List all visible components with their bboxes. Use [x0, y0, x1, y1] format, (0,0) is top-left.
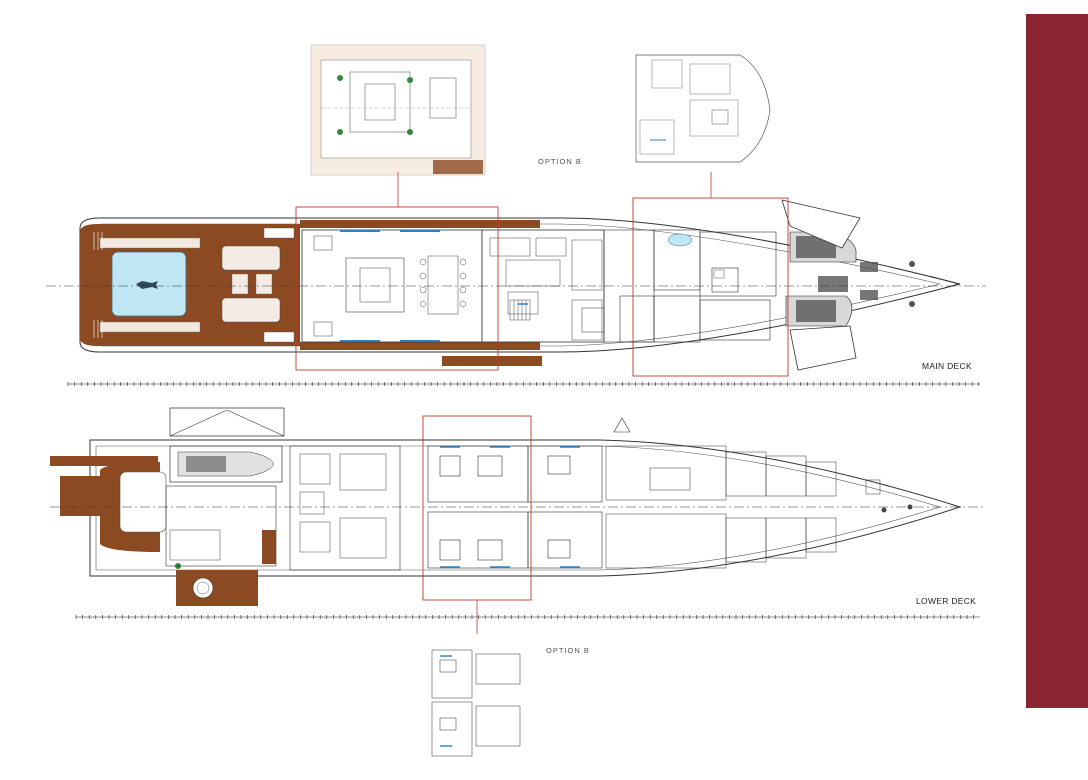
accent-sidebar	[1026, 14, 1088, 708]
main-deck-label: MAIN DECK	[922, 361, 972, 371]
option-b-lower-thumbnail	[424, 642, 526, 762]
lower-deck-plan	[50, 407, 986, 606]
anchor-icon	[909, 261, 915, 267]
option-b-label-top: OPTION B	[538, 157, 582, 166]
option-b-owner-thumbnail	[634, 50, 772, 164]
lower-deck-label: LOWER DECK	[916, 596, 977, 606]
option-b-main-thumbnail	[310, 44, 486, 176]
jetski-icon	[818, 262, 878, 300]
option-b-label-bottom: OPTION B	[546, 646, 590, 655]
main-deck-plan	[46, 197, 986, 377]
